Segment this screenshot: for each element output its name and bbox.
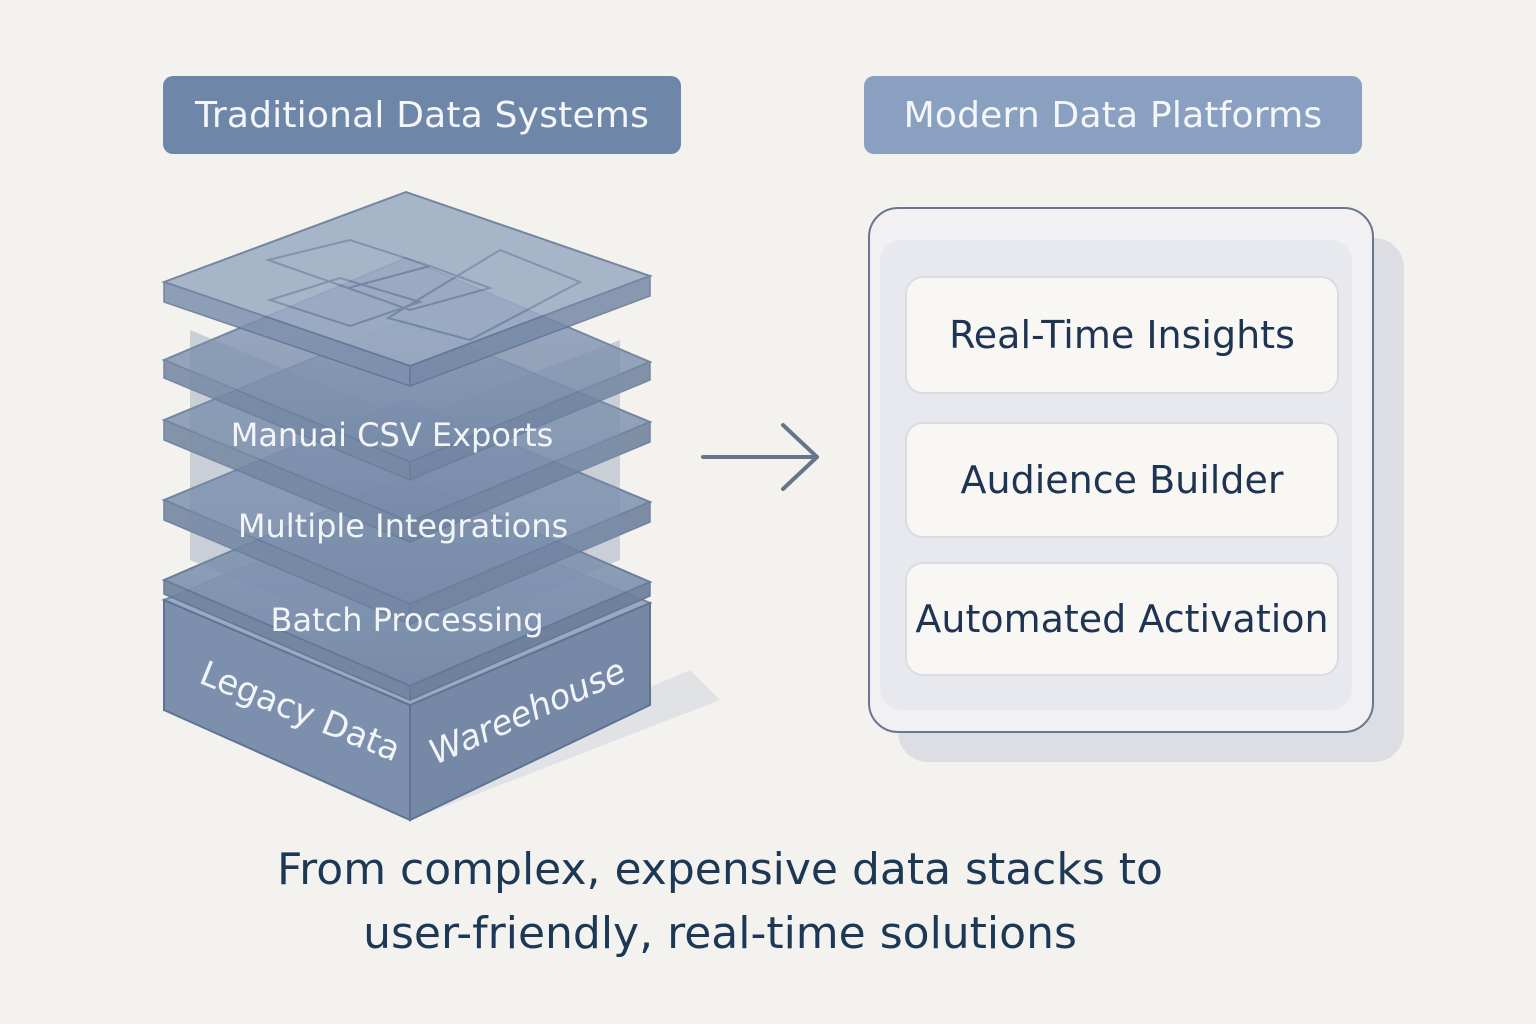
feature-card-audience-builder: Audience Builder (905, 422, 1339, 538)
stack-label-batch: Batch Processing (270, 601, 543, 639)
stack-label-csv: Manuai CSV Exports (231, 416, 554, 454)
feature-card-automated-activation: Automated Activation (905, 562, 1339, 676)
stack-core (190, 330, 620, 650)
traditional-header: Traditional Data Systems (163, 76, 681, 154)
caption: From complex, expensive data stacks to u… (200, 838, 1240, 966)
arrow-right-icon (701, 423, 819, 491)
caption-line-1: From complex, expensive data stacks to (277, 844, 1163, 895)
caption-line-2: user-friendly, real-time solutions (363, 908, 1077, 959)
stack-layer-top (161, 190, 653, 388)
feature-card-real-time-insights: Real-Time Insights (905, 276, 1339, 394)
stack-label-integrations: Multiple Integrations (238, 507, 568, 545)
modern-header: Modern Data Platforms (864, 76, 1362, 154)
traditional-stack: Manuai CSV Exports Multiple Integrations… (161, 190, 720, 822)
